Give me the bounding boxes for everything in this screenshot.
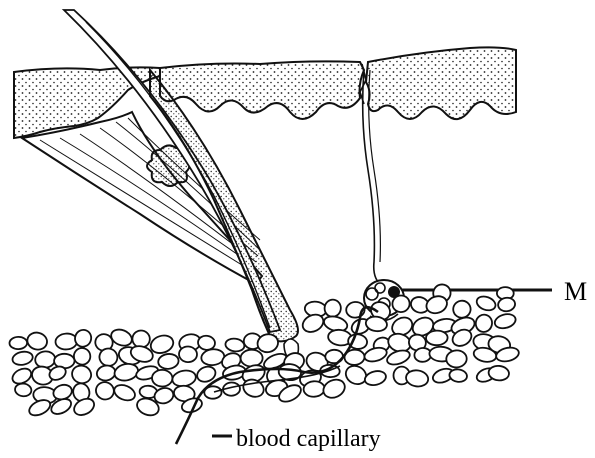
- fat-cell: [72, 347, 91, 366]
- fat-cell: [449, 368, 468, 383]
- label-blood-capillary: blood capillary: [236, 426, 381, 452]
- fat-cell: [493, 312, 517, 330]
- fat-cell: [14, 383, 32, 398]
- fat-cell: [70, 363, 94, 385]
- fat-cell: [11, 350, 33, 366]
- fat-cell: [474, 313, 494, 334]
- fat-cell: [9, 337, 27, 350]
- epidermis-segment-middle: [160, 61, 364, 119]
- fat-cell: [179, 346, 198, 363]
- fat-cell: [241, 350, 263, 367]
- fat-cell: [55, 333, 78, 350]
- fat-cell: [26, 331, 49, 352]
- fat-cell: [343, 362, 370, 387]
- epidermis-segment-right: [366, 47, 516, 119]
- fat-cell: [475, 294, 498, 313]
- fat-cell: [113, 362, 140, 383]
- fat-cell: [385, 348, 411, 367]
- fat-cell: [405, 369, 429, 388]
- fat-cell: [303, 381, 325, 398]
- fat-cell: [320, 376, 347, 401]
- fat-cell: [426, 330, 448, 345]
- fat-cell: [157, 353, 179, 370]
- fat-cell: [363, 369, 387, 387]
- fat-cell: [112, 382, 137, 403]
- fat-cell: [452, 299, 472, 319]
- fat-cell: [446, 350, 468, 368]
- fat-cell: [323, 298, 342, 318]
- fat-cell: [95, 364, 116, 382]
- fat-cell: [225, 337, 246, 352]
- label-m: M: [564, 277, 587, 306]
- fat-cell: [34, 350, 56, 369]
- fat-cell: [93, 379, 116, 402]
- fat-cell: [152, 370, 173, 387]
- fat-cell: [363, 345, 388, 363]
